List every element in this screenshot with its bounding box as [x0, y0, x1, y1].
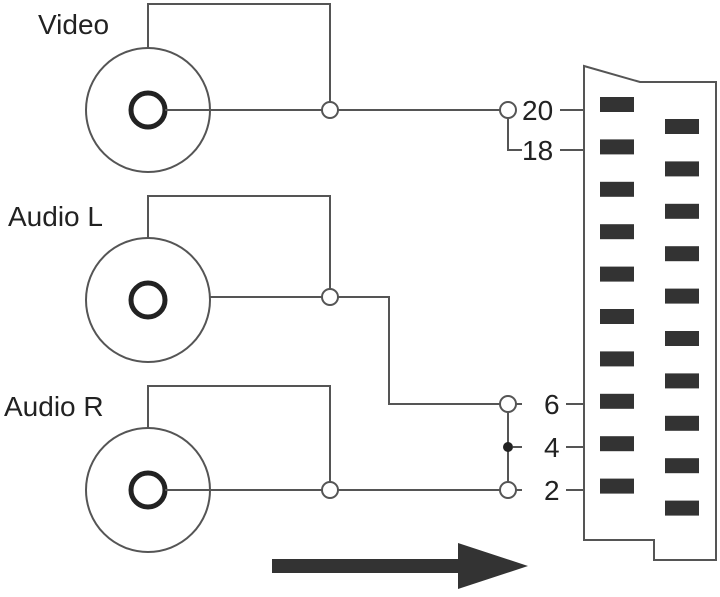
scart-pin-pad — [600, 351, 634, 367]
scart-pin-pad — [600, 97, 634, 112]
pin-label-6: 6 — [544, 389, 560, 420]
connector-label: Audio L — [8, 201, 103, 232]
ground-wire — [147, 385, 331, 482]
ground-wire — [147, 3, 331, 106]
scart-pads — [600, 97, 699, 516]
junction-node — [321, 481, 339, 499]
ground-wire — [507, 118, 522, 151]
scart-pin-pad — [600, 478, 634, 494]
scart-pin-pad — [600, 266, 634, 282]
signal-wire — [338, 296, 500, 405]
rca-connector-audio-left: Audio L — [8, 195, 500, 405]
pin-label-4: 4 — [544, 432, 560, 463]
arrow-head — [458, 543, 528, 589]
arrow-shaft — [272, 559, 462, 573]
audio-ground-bus — [499, 395, 522, 499]
pin-label-2: 2 — [544, 475, 560, 506]
scart-pin-pad — [600, 181, 634, 197]
junction-node — [321, 288, 339, 306]
scart-pin-pad — [600, 309, 634, 324]
scart-pin-pad — [665, 288, 699, 304]
scart-pin-pad — [665, 331, 699, 346]
scart-pin-pad — [665, 161, 699, 177]
connector-label: Video — [38, 9, 109, 40]
rca-outer-ring — [85, 237, 211, 363]
scart-pin-pad — [665, 415, 699, 431]
scart-pin-pad — [665, 119, 699, 134]
rca-inner-pin — [128, 90, 168, 130]
scart-pin-pad — [665, 373, 699, 389]
rca-connector-video: Video — [38, 3, 522, 173]
junction-node — [321, 101, 339, 119]
connector-label: Audio R — [4, 391, 104, 422]
junction-node — [499, 101, 517, 119]
pin-label-18: 18 — [522, 135, 553, 166]
scart-pin-pad — [600, 436, 634, 452]
scart-pin-pad — [665, 458, 699, 474]
scart-pin-pad — [665, 203, 699, 219]
scart-pin-pad — [665, 246, 699, 262]
junction-node — [499, 395, 517, 413]
scart-pin-pad — [665, 500, 699, 516]
ground-wire — [147, 195, 331, 292]
ground-dot — [503, 442, 513, 452]
scart-pin-pad — [600, 224, 634, 240]
rca-inner-pin — [128, 470, 168, 510]
signal-direction-arrow — [272, 543, 528, 589]
rca-connector-audio-right: Audio R — [4, 385, 500, 553]
pin-label-20: 20 — [522, 95, 553, 126]
scart-pin-pad — [600, 393, 634, 409]
scart-connector — [583, 64, 717, 561]
scart-pin-pad — [600, 139, 634, 155]
rca-inner-pin — [128, 280, 168, 320]
junction-node — [499, 481, 517, 499]
